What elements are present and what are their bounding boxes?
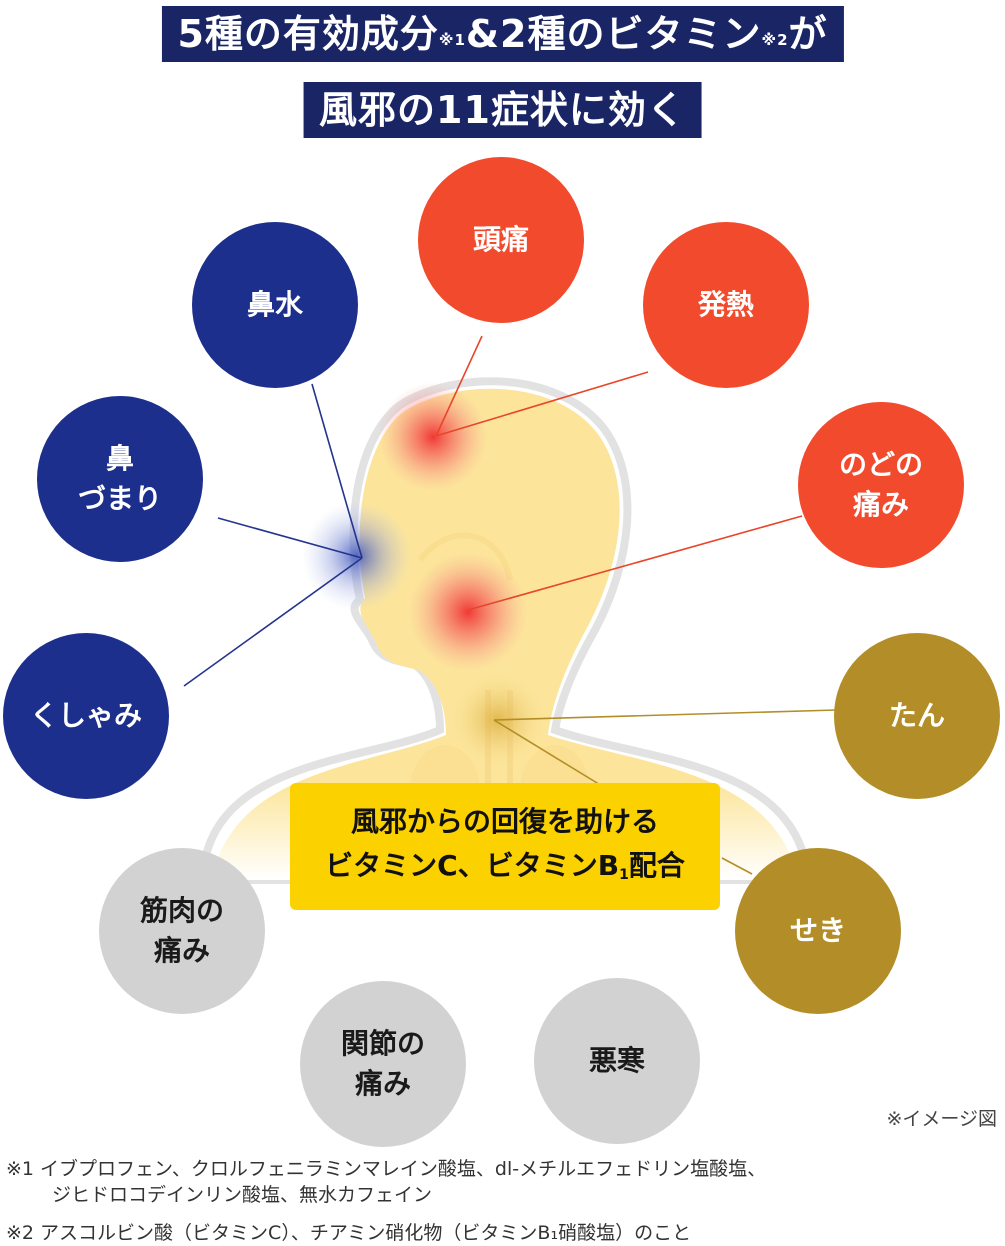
throat-glow	[408, 552, 528, 672]
symptom-sore-throat: のどの 痛み	[798, 402, 964, 568]
symptom-headache: 頭痛	[418, 157, 584, 323]
head-glow	[378, 382, 488, 492]
title-line-1: 5種の有効成分※1&2種のビタミン※2が	[161, 6, 844, 62]
symptom-stuffy-nose: 鼻 づまり	[37, 396, 203, 562]
symptom-chills: 悪寒	[534, 978, 700, 1144]
symptom-fever: 発熱	[643, 222, 809, 388]
footnote-2: ※2 アスコルビン酸（ビタミンC）、チアミン硝化物（ビタミンB₁硝酸塩）のこと	[6, 1222, 692, 1244]
callout-line-1: 風邪からの回復を助ける	[350, 805, 659, 838]
title-line-2: 風邪の11症状に効く	[303, 82, 702, 138]
symptom-sneeze: くしゃみ	[3, 633, 169, 799]
connector-lines	[183, 335, 837, 875]
symptom-joint-pain: 関節の 痛み	[300, 981, 466, 1147]
vitamin-callout: 風邪からの回復を助ける ビタミンC、ビタミンB1配合	[290, 783, 720, 910]
symptom-muscle-pain: 筋肉の 痛み	[99, 848, 265, 1014]
callout-line-2: ビタミンC、ビタミンB1配合	[325, 849, 685, 883]
symptom-runny-nose: 鼻水	[192, 222, 358, 388]
symptom-cough: せき	[735, 848, 901, 1014]
image-caption: ※イメージ図	[886, 1108, 997, 1130]
body-outline	[192, 377, 818, 884]
footnote-1: ※1 イブプロフェン、クロルフェニラミンマレイン酸塩、dl-メチルエフェドリン塩…	[6, 1158, 767, 1206]
symptom-phlegm: たん	[834, 633, 1000, 799]
